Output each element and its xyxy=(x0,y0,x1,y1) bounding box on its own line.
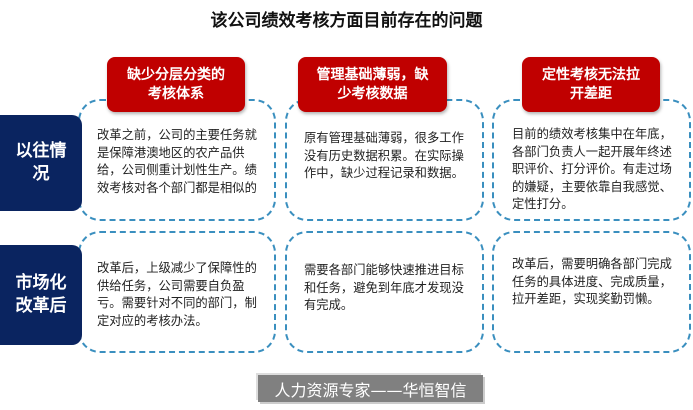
cell-text: 原有管理基础薄弱，很多工作没有历史数据积累。在实际操作中，缺少过程记录和数据。 xyxy=(304,131,464,180)
cell-text: 需要各部门能够快速推进目标和任务，避免到年底才发现没有完成。 xyxy=(304,263,464,312)
cell-box xyxy=(492,99,691,221)
column-header-text: 定性考核无法拉开差距 xyxy=(542,66,640,102)
row-label-past: 以往情况 xyxy=(0,115,82,211)
row-label-text: 以往情况 xyxy=(15,141,67,184)
cell-text: 改革后，需要明确各部门完成任务的具体进度、完成质量，拉开差距，实现奖勤罚懒。 xyxy=(512,257,672,306)
column-header-3: 定性考核无法拉开差距 xyxy=(522,57,660,112)
cell-box xyxy=(285,231,484,353)
column-header-2: 管理基础薄弱，缺少考核数据 xyxy=(298,57,447,112)
column-header-text: 缺少分层分类的考核体系 xyxy=(127,66,225,102)
cell-box xyxy=(285,99,484,221)
cell-box xyxy=(78,231,276,353)
cell-text: 改革之前，公司的主要任务就是保障港澳地区的农产品供给，公司侧重计划性生产。绩效考… xyxy=(97,128,257,195)
row-label-text: 市场化改革后 xyxy=(15,273,67,316)
cell-text: 目前的绩效考核集中在年底，各部门负责人一起开展年终述职评价、打分评价。有走过场的… xyxy=(512,127,672,211)
cell-box xyxy=(492,231,691,353)
column-header-text: 管理基础薄弱，缺少考核数据 xyxy=(316,66,429,102)
page-title: 该公司绩效考核方面目前存在的问题 xyxy=(210,11,483,31)
footer-brand: 人力资源专家——华恒智信 xyxy=(258,375,483,402)
cell-text: 改革后，上级减少了保障性的供给任务，公司需要自负盈亏。需要针对不同的部门，制定对… xyxy=(97,261,257,328)
row-label-reform: 市场化改革后 xyxy=(0,245,82,345)
column-header-1: 缺少分层分类的考核体系 xyxy=(107,57,245,112)
